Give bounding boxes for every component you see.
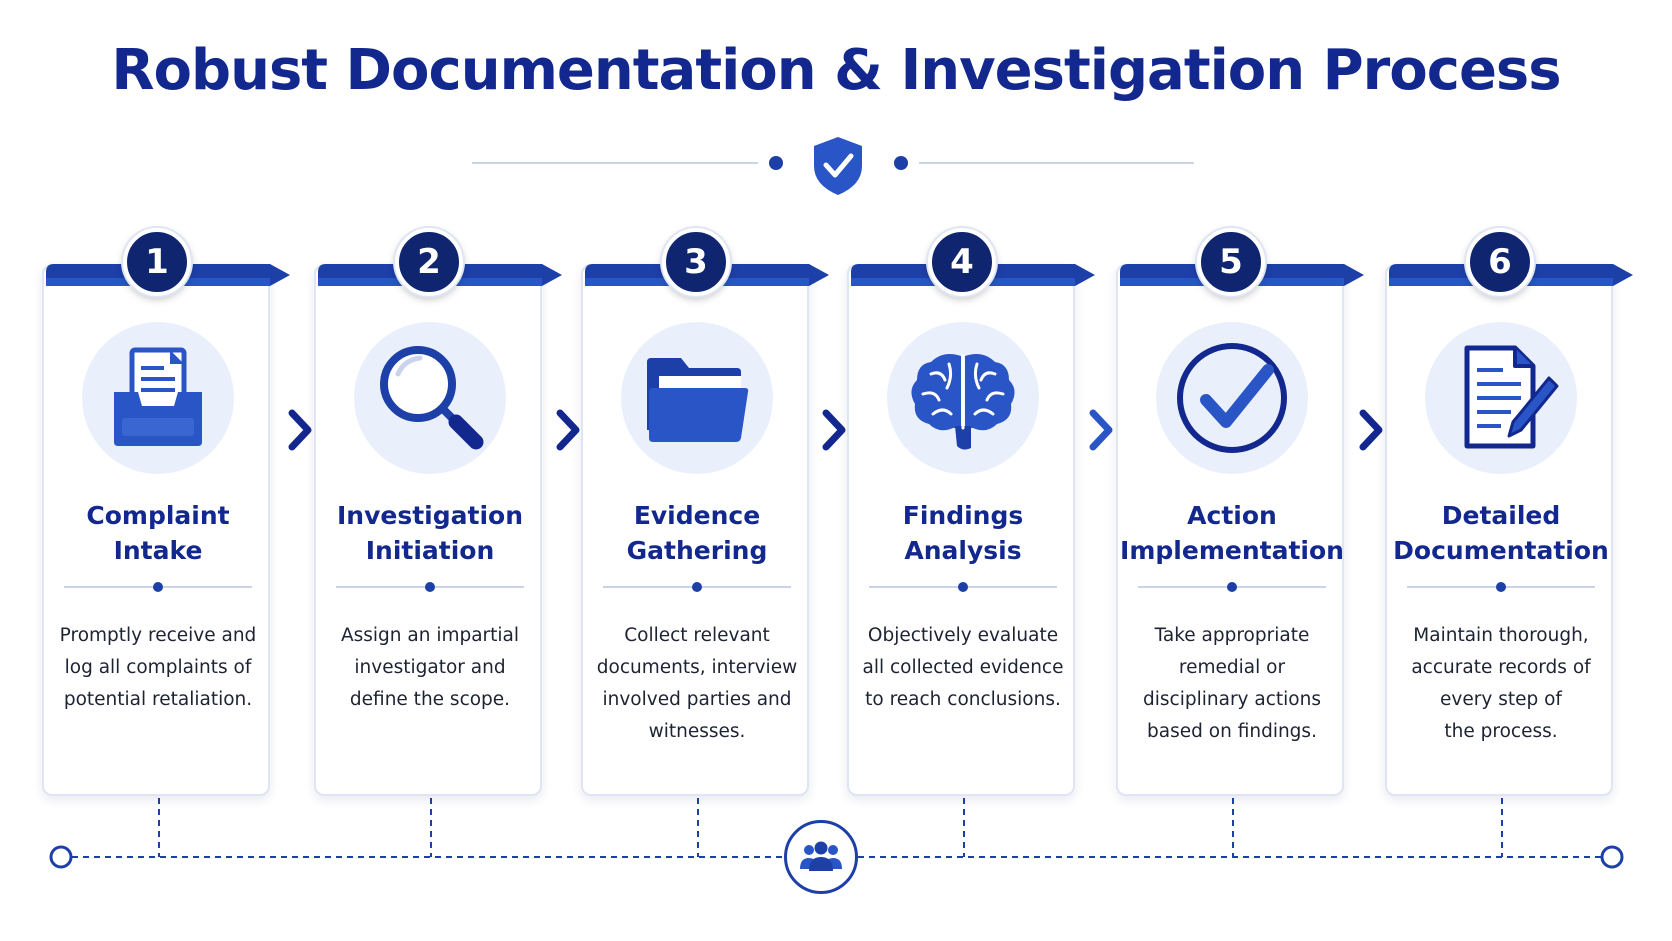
step-separator [1138,582,1326,592]
step-separator [64,582,252,592]
step-card-1: 1 Complaint Intake Promptly receive and … [42,228,290,798]
step-separator [336,582,524,592]
people-group-icon [784,820,858,894]
step-card-6: 6 Detailed Documentation Maintain thorou… [1385,228,1633,798]
step-title: Evidence Gathering [626,501,768,565]
chevron-right-icon [556,409,580,451]
step-number-badge: 3 [662,228,730,296]
inbox-document-icon [82,322,234,474]
step-description: Maintain thorough, accurate records of e… [1411,625,1591,742]
step-number-badge: 2 [395,228,463,296]
chevron-right-icon [822,409,846,451]
step-title: Action Implementation [1120,501,1344,565]
step-card-2: 2 Investigation Initiation Assign an imp… [314,228,562,798]
step-card-3: 3 Evidence Gathering Collect relevant do… [581,228,829,798]
shield-check-icon [814,137,862,195]
step-separator [603,582,791,592]
brain-icon [887,322,1039,474]
step-description: Collect relevant documents, interview in… [596,625,798,742]
step-title: Detailed Documentation [1393,501,1609,565]
step-number-badge: 4 [928,228,996,296]
step-title: Findings Analysis [902,501,1024,565]
step-title: Investigation Initiation [336,501,523,565]
step-number-badge: 6 [1466,228,1534,296]
chevron-right-icon [288,409,312,451]
page-title: Robust Documentation & Investigation Pro… [111,38,1561,103]
step-separator [1407,582,1595,592]
step-number-badge: 5 [1197,228,1265,296]
chevron-right-icon [1089,409,1113,451]
step-description: Objectively evaluate all collected evide… [862,625,1064,710]
magnifier-icon [354,322,506,474]
folder-icon [621,322,773,474]
step-card-4: 4 Findings Analysis Objectively evaluate… [847,228,1095,798]
chevron-right-icon [1359,409,1383,451]
step-description: Take appropriate remedial or disciplinar… [1143,625,1321,742]
step-description: Promptly receive and log all complaints … [59,625,257,710]
step-card-5: 5 Action Implementation Take appropriate… [1116,228,1364,798]
step-description: Assign an impartial investigator and def… [340,625,520,710]
step-separator [869,582,1057,592]
step-title: Complaint Intake [86,501,230,565]
check-circle-icon [1156,322,1308,474]
document-pen-icon [1425,322,1577,474]
step-number-badge: 1 [123,228,191,296]
